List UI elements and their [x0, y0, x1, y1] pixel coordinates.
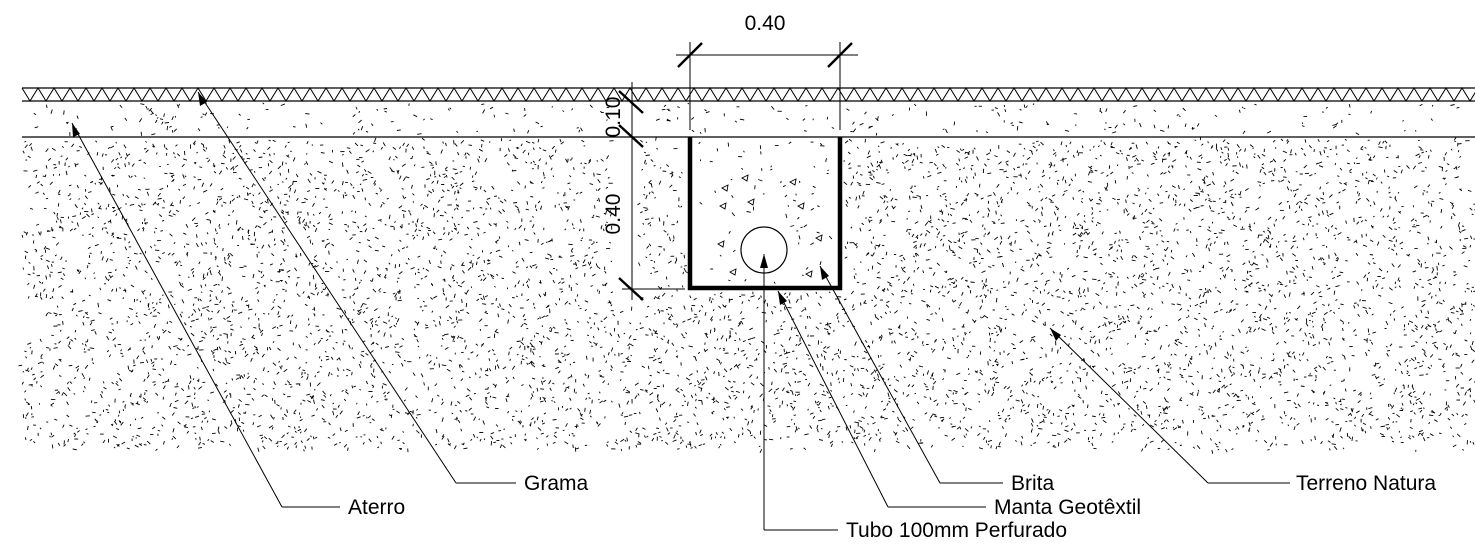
label-grama: Grama: [524, 472, 589, 495]
grama-layer: [21, 87, 1475, 102]
top-layer-dimension-text: 0.10: [602, 97, 625, 138]
label-aterro: Aterro: [348, 496, 405, 519]
terreno-natural-texture: [18, 136, 1475, 454]
label-brita: Brita: [1011, 472, 1055, 495]
brita-fill-texture: [698, 141, 833, 284]
aterro-fill-texture: [33, 102, 1460, 136]
depth-dimensions: 0.10 0.40: [602, 82, 685, 301]
depth-dimension-text: 0.40: [602, 194, 625, 235]
label-terreno-natural: Terreno Natura: [1296, 472, 1436, 495]
width-dimension: 0.40: [676, 12, 858, 130]
width-dimension-text: 0.40: [745, 12, 786, 35]
label-tubo: Tubo 100mm Perfurado: [846, 519, 1067, 542]
leader-lines: [71, 91, 1290, 531]
grama-hatch: [21, 87, 1475, 102]
label-manta-geotextil: Manta Geotêxtil: [994, 496, 1141, 519]
manta-geotextil-outline: [687, 137, 843, 291]
